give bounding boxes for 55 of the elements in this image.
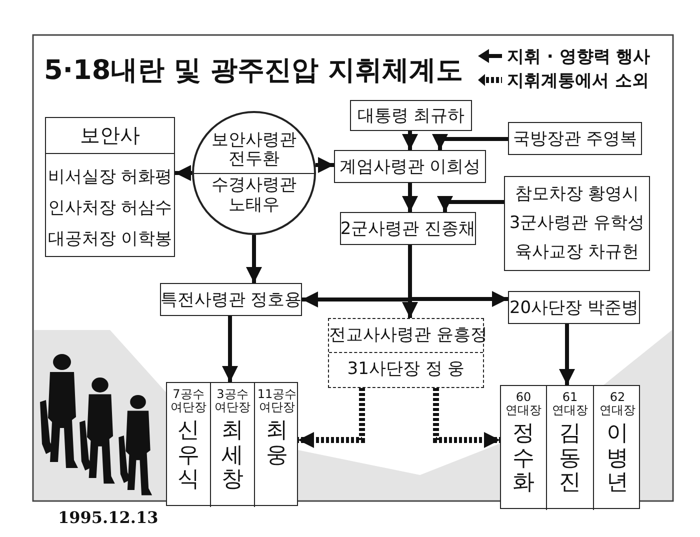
person-box <box>340 212 476 245</box>
arrow <box>246 235 262 283</box>
unit-title: 62 연대장 <box>598 391 636 418</box>
commander-name: 보안사령관 전두환 <box>210 130 298 170</box>
unit-name: 보안사 <box>46 118 174 154</box>
commander-name: 정수화 <box>512 422 534 495</box>
person-name: 20사단장 박준병 <box>509 297 639 319</box>
arrow <box>315 157 334 173</box>
person-box <box>508 122 642 155</box>
legend-text: 지휘 · 영향력 행사 <box>507 46 650 68</box>
staff-name: 비서실장 허화평 <box>46 166 174 189</box>
unit-title: 7공수 여단장 <box>170 388 208 414</box>
person-name: 전교사사령관 윤흥정 <box>329 319 483 353</box>
person-name: 특전사령관 정호용 <box>160 289 302 311</box>
group-box <box>500 385 640 509</box>
diagram-title: 5·18내란 및 광주진압 지휘체계도 <box>44 54 463 88</box>
unit-title: 3공수 여단장 <box>214 388 252 414</box>
arrow <box>559 324 575 385</box>
person-name: 2군사령관 진종채 <box>340 218 476 240</box>
staff-name: 인사처장 허삼수 <box>46 197 174 220</box>
commander-name: 신우식 <box>178 419 200 492</box>
commander-name: 김동진 <box>559 422 581 495</box>
arrow <box>175 165 192 181</box>
person-box <box>160 283 302 316</box>
commander-name: 이병년 <box>606 422 628 495</box>
dashed-arrow <box>298 388 365 448</box>
group-box <box>166 382 298 506</box>
arrow <box>402 183 418 212</box>
legend-text: 지휘계통에서 소외 <box>507 70 649 92</box>
person-name: 대통령 최규하 <box>357 105 465 127</box>
person-name: 육사교장 차규헌 <box>514 241 640 264</box>
arrow <box>402 131 418 150</box>
person-list-box <box>504 176 650 271</box>
unit-title: 60 연대장 <box>504 391 542 418</box>
arrow <box>222 316 238 382</box>
date-text: 1995.12.13 <box>58 508 158 527</box>
person-box <box>350 100 472 131</box>
arrow <box>437 196 504 212</box>
commander-name: 최웅 <box>266 419 288 468</box>
commander-name: 최세창 <box>222 419 244 492</box>
person-name: 31사단장 정 웅 <box>346 358 466 381</box>
person-name: 3군사령관 유학성 <box>508 212 646 235</box>
person-box <box>334 150 486 183</box>
person-name: 계엄사령관 이희성 <box>339 156 481 178</box>
dashed-person-box <box>328 318 484 388</box>
commander-name: 수경사령관 노태우 <box>210 176 298 216</box>
person-box <box>508 291 640 324</box>
unit-title: 61 연대장 <box>551 391 589 418</box>
arrow <box>432 134 508 150</box>
unit-box <box>45 117 175 257</box>
dashed-arrow <box>433 388 500 448</box>
unit-title: 11공수 여단장 <box>257 388 297 414</box>
person-name: 참모차장 황영시 <box>514 183 640 206</box>
staff-name: 대공처장 이학봉 <box>46 228 174 251</box>
person-name: 국방장관 주영복 <box>512 128 638 150</box>
